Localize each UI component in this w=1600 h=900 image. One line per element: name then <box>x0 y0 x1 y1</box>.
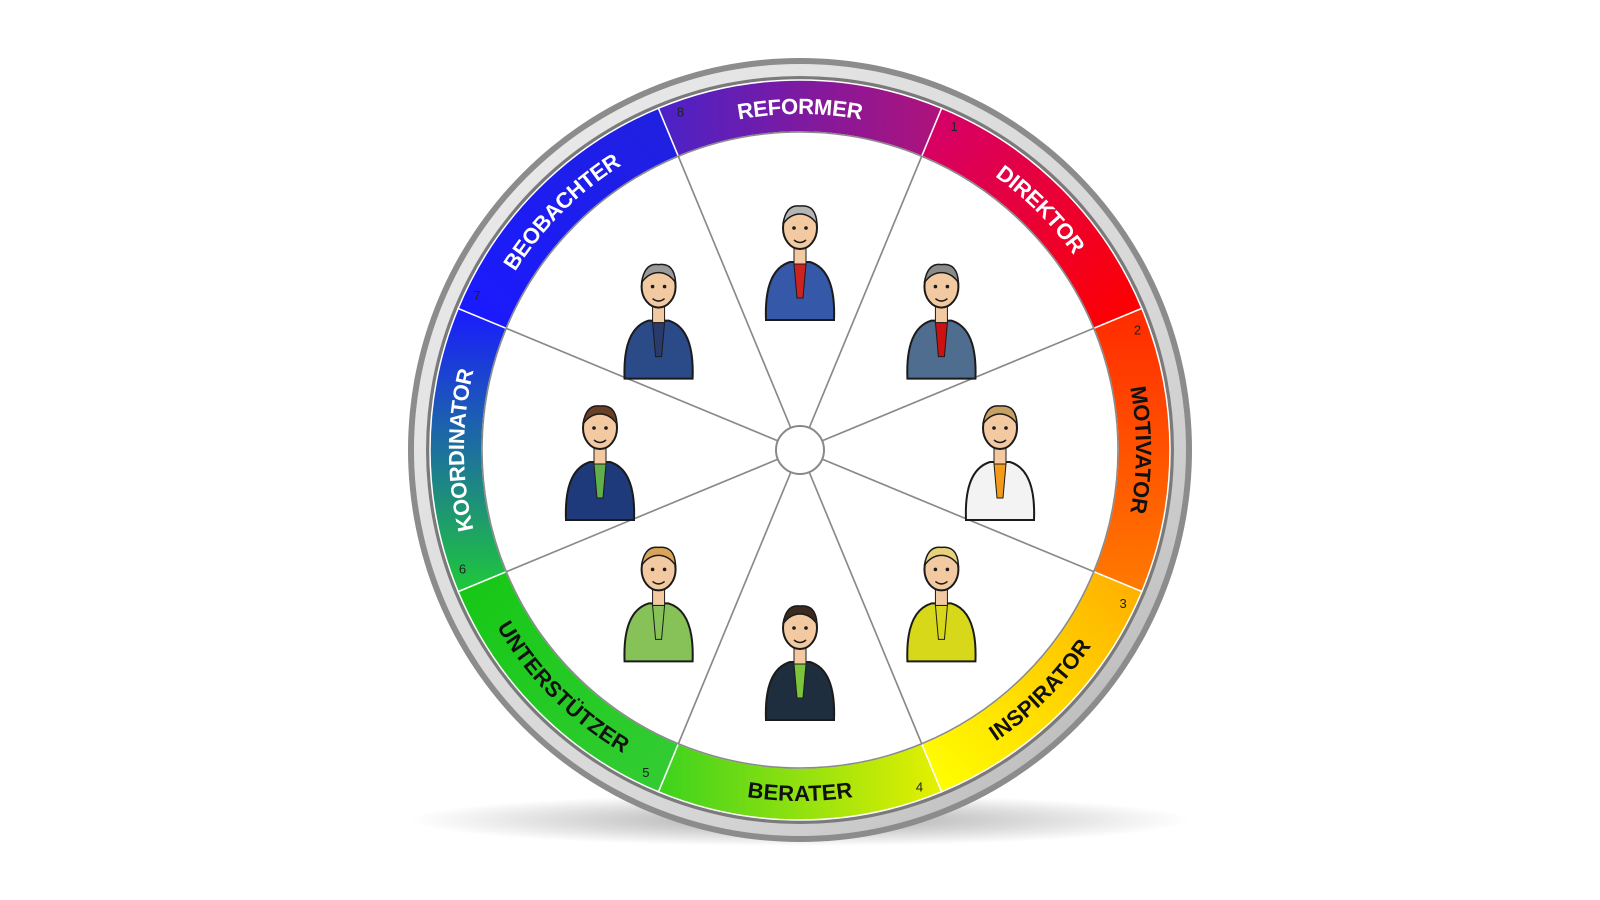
supporter-woman-figure <box>623 546 694 663</box>
figures-layer <box>564 205 1036 721</box>
coordinator-woman-figure <box>564 405 636 521</box>
segment-number: 2 <box>1134 322 1141 337</box>
segment-number: 3 <box>1120 596 1127 611</box>
reformer-woman-figure <box>764 205 836 321</box>
center-hub <box>775 425 825 475</box>
segment-number: 6 <box>459 562 466 577</box>
businessman-figure <box>906 263 977 380</box>
segment-wedge <box>797 327 1119 573</box>
observer-man-figure <box>623 263 694 380</box>
segment-label: BERATER <box>746 777 854 806</box>
segment-number: 1 <box>951 119 958 134</box>
advisor-man-figure <box>764 605 836 721</box>
enthusiastic-man-figure <box>964 405 1036 521</box>
segment-wedge <box>481 327 803 573</box>
color-ring <box>429 79 1171 821</box>
segment-number: 4 <box>916 779 923 794</box>
cheerful-woman-figure <box>906 546 977 663</box>
segment-number: 7 <box>473 288 480 303</box>
segment-number: 8 <box>677 105 684 120</box>
segment-number: 5 <box>642 765 649 780</box>
